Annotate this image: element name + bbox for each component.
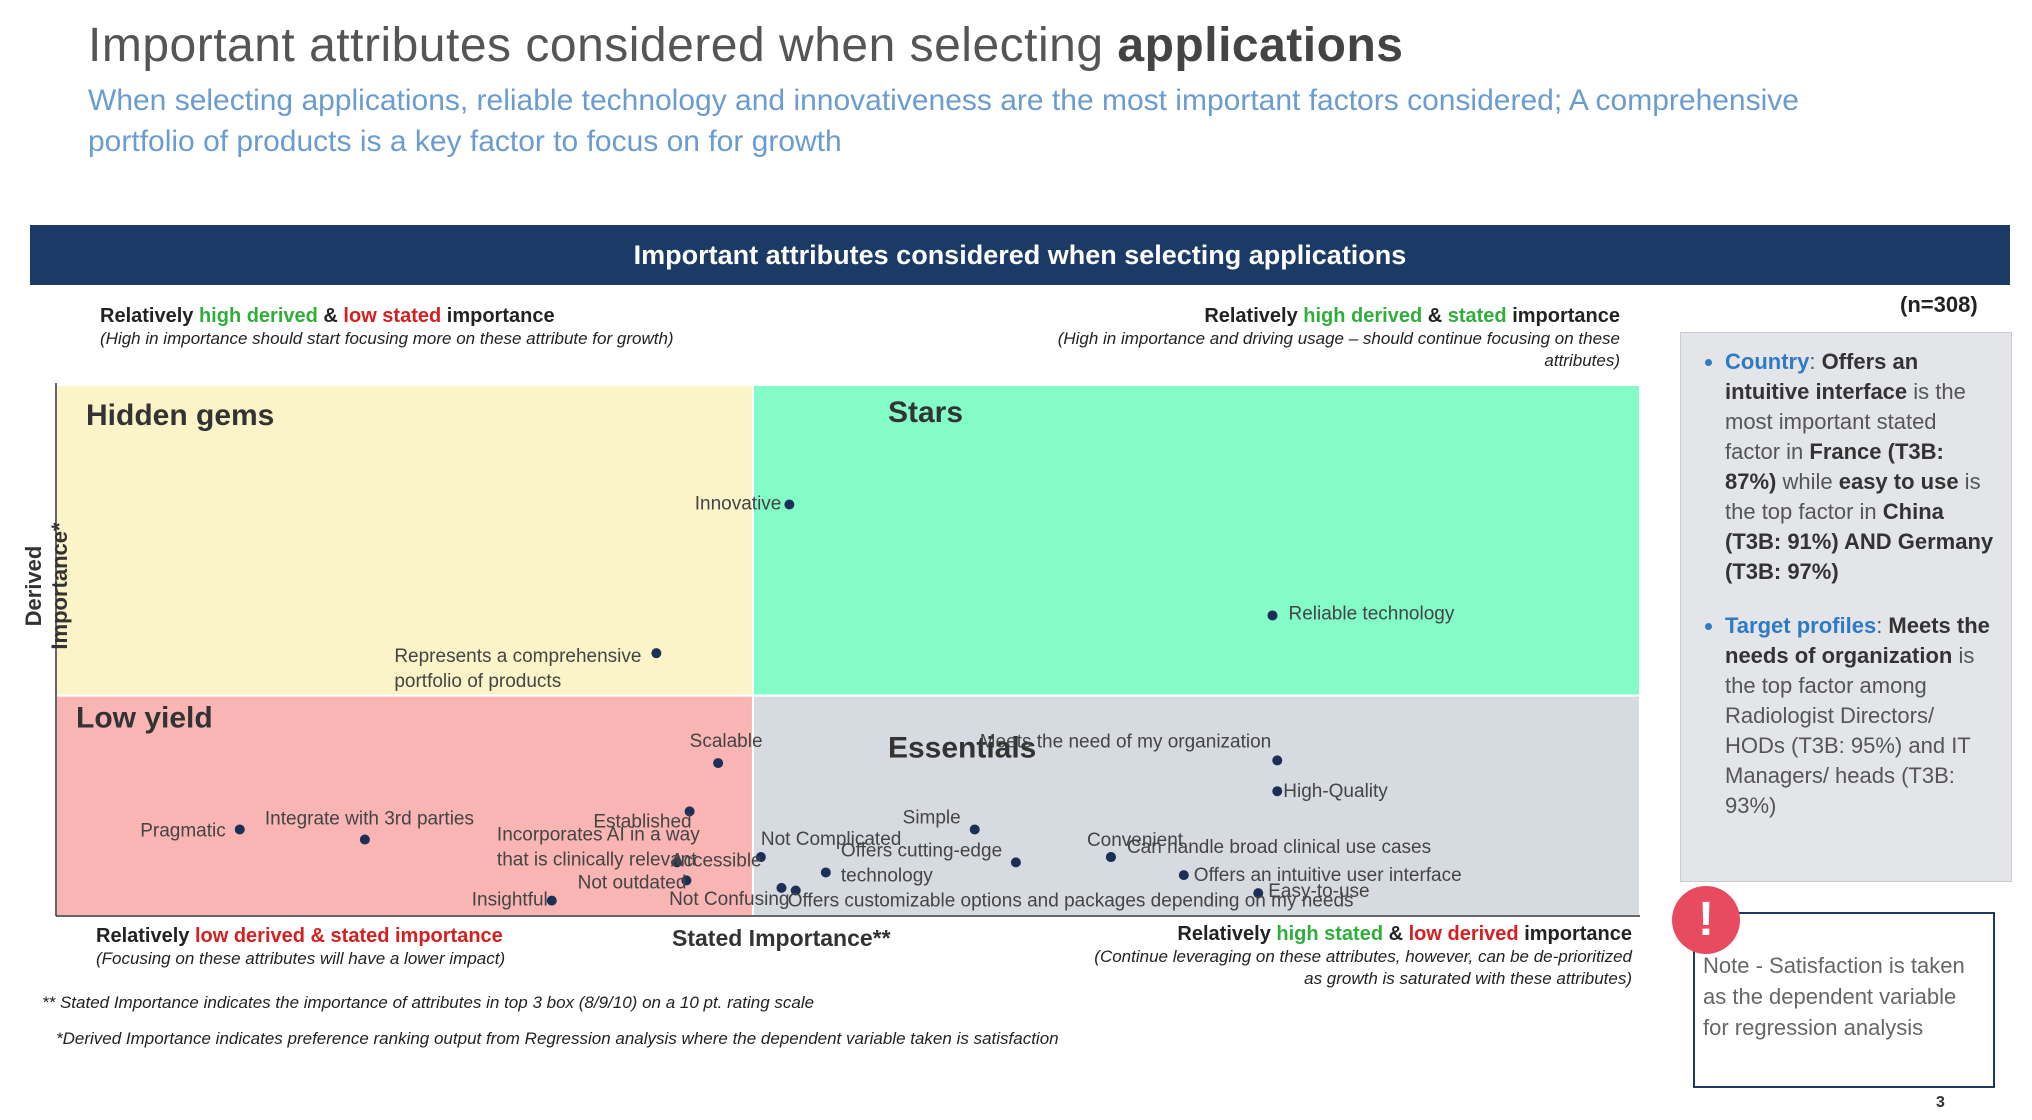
data-label-offers-customizable-options-and-packages-depending-on-my-needs: Offers customizable options and packages…: [788, 891, 1354, 912]
data-point-offers-an-intuitive-user-interface: [1178, 870, 1189, 881]
data-point-incorporates-ai-in-a-way-that-is-clinically-relevant: [671, 857, 682, 868]
insight-country: Country: Offers an intuitive interface i…: [1725, 347, 1995, 587]
footnote-stated: ** Stated Importance indicates the impor…: [42, 993, 815, 1012]
quadrant-label-essentials: Essentials: [888, 732, 1036, 765]
quadrant-essentials: [751, 694, 1641, 918]
insight-panel: Country: Offers an intuitive interface i…: [1680, 332, 2012, 882]
note-box: Note - Satisfaction is taken as the depe…: [1693, 912, 1995, 1088]
data-point-offers-cutting-edge-technology: [1010, 857, 1021, 868]
corner-top-right: Relatively high derived & stated importa…: [1057, 305, 1620, 370]
data-label-insightful: Insightful: [472, 890, 548, 911]
quadrant-label-low-yield: Low yield: [76, 702, 213, 735]
data-label-high-quality: High-Quality: [1283, 781, 1388, 802]
sample-size: (n=308): [1900, 292, 1978, 317]
data-label-scalable: Scalable: [690, 731, 763, 752]
note-text: Note - Satisfaction is taken as the depe…: [1703, 953, 1965, 1040]
data-label-offers-an-intuitive-user-interface: Offers an intuitive user interface: [1194, 865, 1462, 886]
data-label-simple: Simple: [903, 807, 961, 828]
data-point-established: [684, 806, 695, 817]
quadrant-label-stars: Stars: [888, 396, 963, 429]
data-label-integrate-with-3rd-parties: Integrate with 3rd parties: [265, 809, 474, 830]
data-point-represents-a-comprehensive-portfolio-of-products: [651, 648, 662, 659]
data-point-can-handle-broad-clinical-use-cases: [1105, 852, 1116, 863]
page-subtitle: When selecting applications, reliable te…: [88, 84, 1799, 158]
data-label-accessible: Accessible: [671, 850, 762, 871]
data-point-not-outdated: [681, 875, 692, 886]
data-label-not-outdated: Not outdated: [578, 872, 687, 893]
data-point-pragmatic: [234, 824, 245, 835]
data-label-innovative: Innovative: [695, 493, 782, 514]
insight-target-profiles: Target profiles: Meets the needs of orga…: [1725, 611, 1995, 821]
data-point-not-confusing: [776, 882, 787, 893]
y-axis-title: Derived Importance*: [21, 522, 72, 650]
data-point-easy-to-use: [1253, 888, 1264, 899]
data-label-not-complicated: Not Complicated: [761, 829, 901, 850]
data-point-reliable-technology: [1267, 610, 1278, 621]
data-point-simple: [969, 824, 980, 835]
data-point-meets-the-need-of-my-organization: [1272, 755, 1283, 766]
footnote-derived: *Derived Importance indicates preference…: [56, 1029, 1059, 1048]
page-title: Important attributes considered when sel…: [88, 19, 1404, 72]
page-number: 3: [1936, 1094, 1945, 1111]
chart-banner: Important attributes considered when sel…: [30, 225, 2010, 285]
quadrant-low-yield: [55, 694, 754, 918]
data-label-reliable-technology: Reliable technology: [1289, 603, 1455, 624]
data-point-scalable: [713, 758, 724, 769]
data-label-established: Established: [593, 811, 691, 832]
quadrant-label-hidden-gems: Hidden gems: [86, 399, 274, 432]
corner-bottom-right: Relatively high stated & low derived imp…: [1094, 923, 1632, 988]
data-label-easy-to-use: Easy-to-use: [1268, 881, 1369, 902]
alert-icon: !: [1672, 886, 1740, 954]
data-point-high-quality: [1272, 786, 1283, 797]
quadrant-stars: [751, 384, 1641, 697]
corner-top-left: Relatively high derived & low stated imp…: [100, 305, 674, 348]
x-axis-title: Stated Importance**: [672, 925, 891, 951]
data-label-convenient: Convenient: [1087, 830, 1184, 851]
data-point-accessible: [820, 867, 831, 878]
data-point-insightful: [546, 895, 557, 906]
data-point-integrate-with-3rd-parties: [359, 834, 370, 845]
data-point-innovative: [784, 499, 795, 510]
quadrant-hidden-gems: [55, 384, 754, 697]
data-label-pragmatic: Pragmatic: [140, 820, 226, 841]
data-point-not-complicated: [755, 852, 766, 863]
data-label-not-confusing: Not Confusing: [669, 889, 789, 910]
data-label-can-handle-broad-clinical-use-cases: Can handle broad clinical use cases: [1127, 837, 1431, 858]
corner-bottom-left: Relatively low derived & stated importan…: [96, 925, 506, 968]
data-point-offers-customizable-options-and-packages-depending-on-my-needs: [790, 885, 801, 896]
data-label-meets-the-need-of-my-organization: Meets the need of my organization: [980, 731, 1272, 752]
